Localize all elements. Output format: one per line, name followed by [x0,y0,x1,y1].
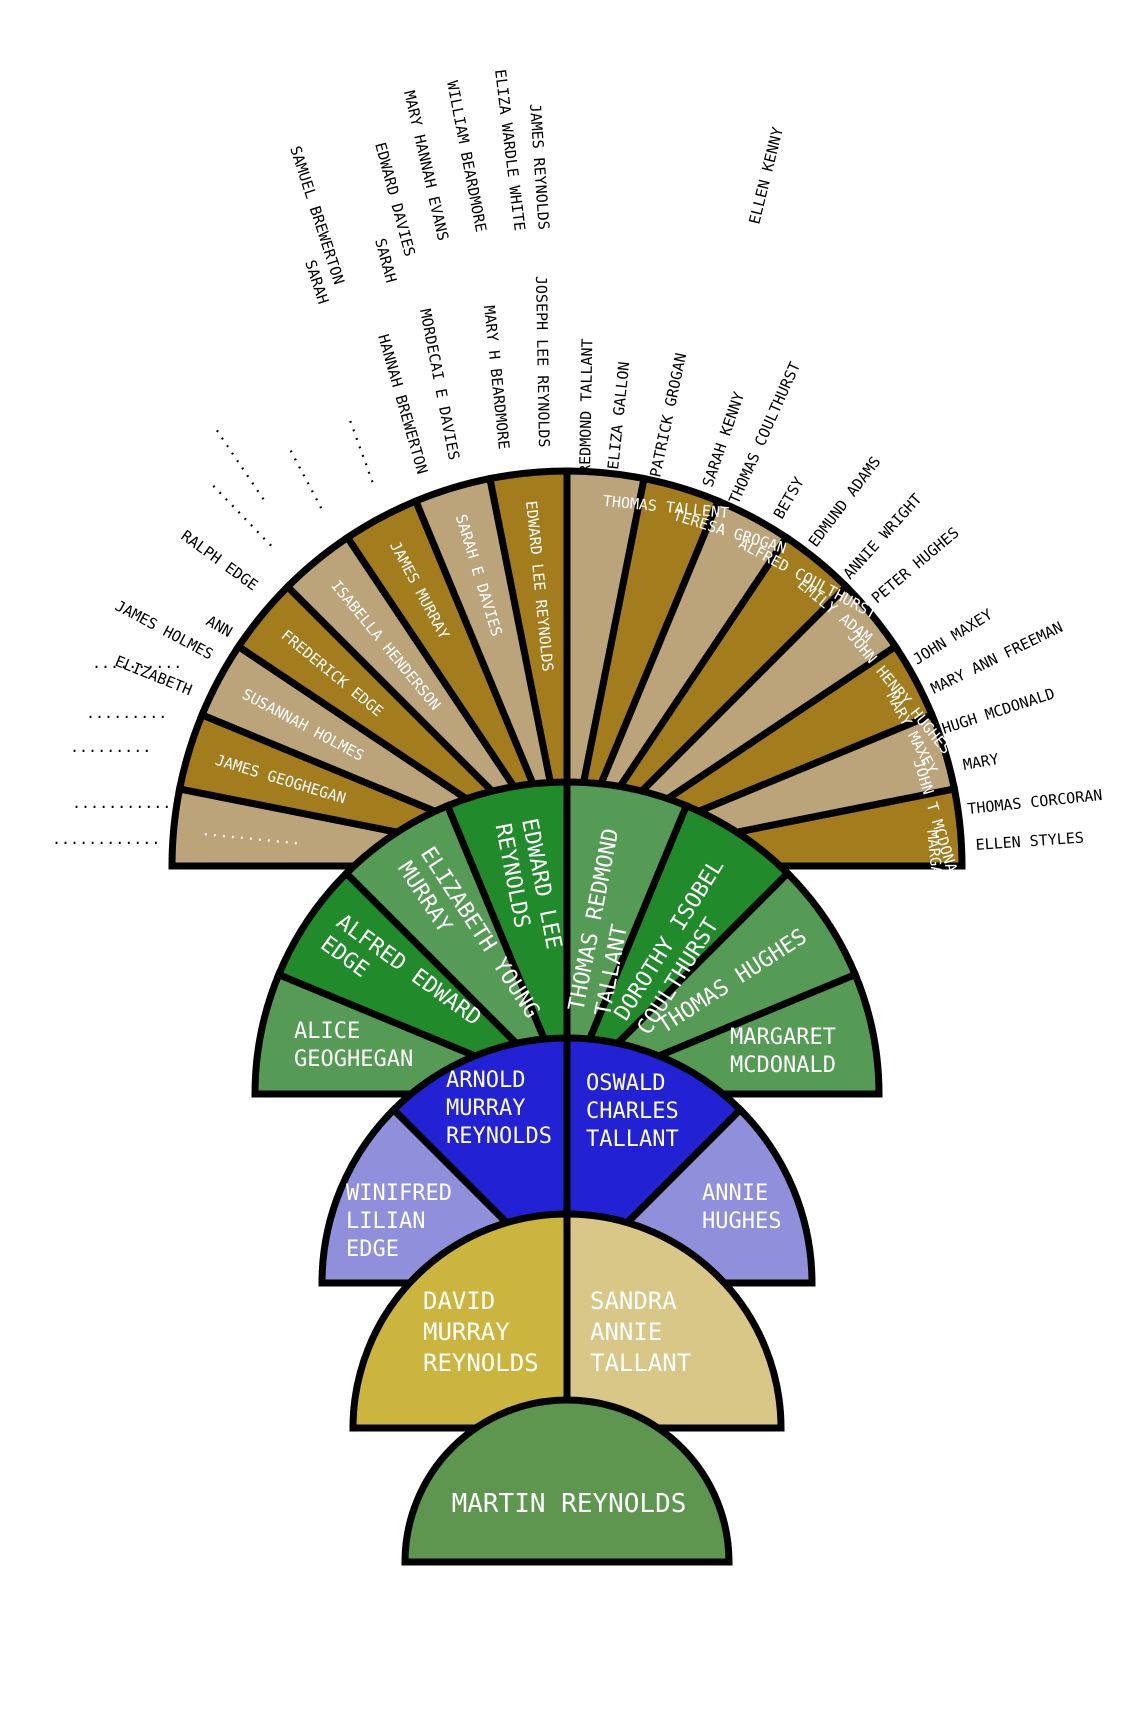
unknown-ancestor-placeholder: ............ [72,794,180,812]
root-name: MARTIN REYNOLDS [452,1489,687,1519]
ggg-grandparent-name: RALPH EDGE [178,527,262,595]
parent-name-father-line: MURRAY [423,1318,510,1346]
grandparent-name-line: HUGHES [702,1209,781,1234]
parent-name-father-line: REYNOLDS [423,1349,539,1377]
parent-name-mother-line: ANNIE [590,1318,662,1346]
great-grandparent-name-line: MCDONALD [730,1053,836,1078]
grandparent-name-line: WINIFRED [346,1181,452,1206]
grandparent-name: ARNOLD MURRAY REYNOLDS [446,1068,552,1149]
ggg-grandparent-name: PATRICK GROGAN [646,351,690,478]
grandparent-name-line: CHARLES [586,1099,679,1124]
unknown-ancestor-placeholder: .......... [207,474,283,551]
root-name-line: MARTIN REYNOLDS [452,1489,687,1519]
ggg-grandparent-name: ANN [203,612,235,641]
unknown-ancestor-placeholder: ........ [284,441,334,513]
ggg-grandparent-name: HUGH MCDONALD [940,684,1057,737]
grandparent-name-line: EDGE [346,1237,399,1262]
grandparent-name-line: REYNOLDS [446,1124,552,1149]
great-grandparent-name-line: MARGARET [730,1025,836,1050]
grandparent-name-line: MURRAY [446,1096,525,1121]
unknown-ancestor-placeholder: .......... [92,654,182,672]
grandparent-name-line: LILIAN [346,1209,425,1234]
unknown-ancestor-placeholder: ......... [86,704,167,722]
grandparent-name-line: ANNIE [702,1181,768,1206]
grandparent-name: ANNIE HUGHES [702,1181,781,1234]
ggg-grandparent-name: ELIZA GALLON [604,361,633,471]
gggg-grandparent-name: JAMES REYNOLDS [526,103,553,230]
great-grandparent-name-line: ALICE [294,1019,360,1044]
great-grandparent-name: MARGARET MCDONALD [730,1025,836,1078]
gggg-grandparent-name: SARAH [371,236,400,284]
ggg-grandparent-name: HANNAH BREWERTON [374,332,431,476]
grandparent-name-line: TALLANT [586,1127,679,1152]
root-wedge [401,1396,733,1566]
ggg-grandparent-name: BETSY [770,474,808,522]
grandparent-name-line: ARNOLD [446,1068,525,1093]
great-grandparent-name: ALICE GEOGHEGAN [294,1019,413,1072]
great-grandparent-name-line: GEOGHEGAN [294,1047,413,1072]
gggg-grandparent-name: ELIZA WARDLE WHITE [491,68,529,232]
ggg-grandparent-name: ELLEN STYLES [975,828,1084,854]
ggg-grandparent-name: MARY [962,750,1001,774]
gggg-grandparent-name: ELLEN KENNY [745,125,786,226]
parent-name-mother-line: TALLANT [590,1349,691,1377]
grandparent-name: WINIFRED LILIAN EDGE [346,1181,452,1262]
ggg-grandparent-name: REDMOND TALLANT [576,338,596,474]
ggg-grandparent-name: THOMAS CORCORAN [967,786,1104,818]
parent-wedge [563,1210,785,1432]
unknown-ancestor-placeholder: ........ [344,413,386,487]
gggg-grandparent-name: WILLIAM BEARDMORE [443,79,490,233]
unknown-ancestor-placeholder: ............ [52,830,160,848]
ggg-grandparent-name: MORDECAI E DAVIES [416,307,463,461]
parent-name-mother: SANDRA ANNIE TALLANT [590,1287,691,1377]
parent-name-father: DAVID MURRAY REYNOLDS [423,1287,539,1377]
parent-wedge [349,1210,571,1432]
sector-layer [168,467,966,1566]
unknown-ancestor-placeholder: ......... [70,738,151,756]
parent-name-mother-line: SANDRA [590,1287,677,1315]
parent-name-father-line: DAVID [423,1287,495,1315]
ggg-grandparent-name: JOSEPH LEE REYNOLDS [532,276,553,448]
ggg-grandparent-name: MARY H BEARDMORE [480,305,513,451]
grandparent-name-line: OSWALD [586,1071,665,1096]
grandparent-name: OSWALD CHARLES TALLANT [586,1071,679,1152]
